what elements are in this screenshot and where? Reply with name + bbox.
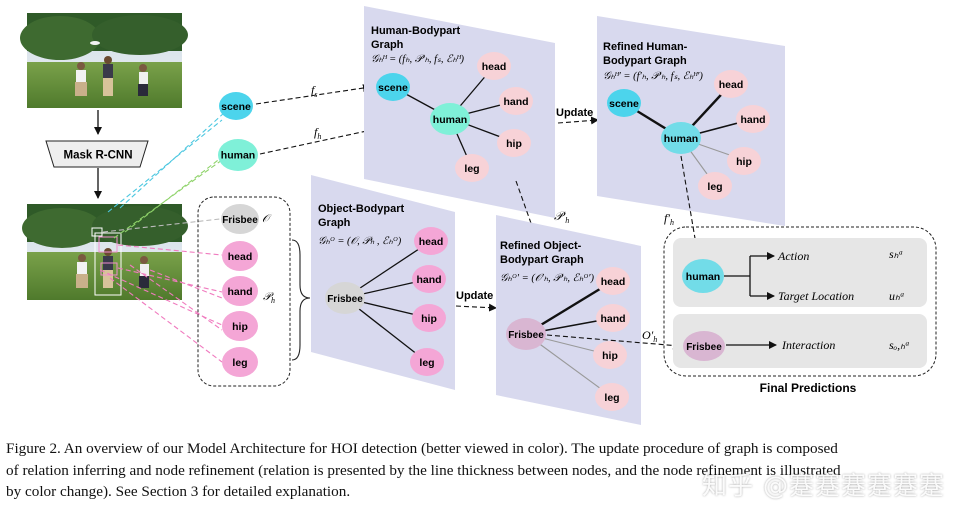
- rhg-human: human: [664, 133, 698, 145]
- obg-title-2: Graph: [318, 217, 351, 229]
- oh-prime-arrow: [546, 334, 681, 350]
- hbg-title-2: Graph: [371, 39, 404, 51]
- mask-rcnn-box: Mask R-CNN: [45, 140, 149, 168]
- curly-brace: [291, 239, 311, 361]
- oh-prime-label: O′h: [642, 328, 657, 344]
- frisbee-node-detect: [221, 204, 259, 234]
- human-node-detect: [218, 139, 258, 171]
- fp-s-h-a: sₕᵃ: [889, 247, 903, 261]
- mask-rcnn-label: Mask R-CNN: [63, 150, 132, 162]
- frisbee-node-label: Frisbee: [222, 215, 258, 226]
- rhg-title-2: Bodypart Graph: [603, 55, 687, 67]
- caption-line-3: by color change). See Section 3 for deta…: [6, 483, 351, 500]
- fh-arrow: [259, 115, 428, 155]
- figure-caption: Figure 2. An overview of our Model Archi…: [6, 438, 956, 503]
- hbg-title-1: Human-Bodypart: [371, 25, 461, 37]
- rog-leg: leg: [604, 392, 619, 404]
- rhg-hip: hip: [736, 156, 752, 168]
- head-label: head: [228, 251, 253, 263]
- final-predictions-panel: human Action Target Location sₕᵃ uₕᵃ Fri…: [663, 226, 937, 395]
- rog-title-2: Bodypart Graph: [500, 254, 584, 266]
- leg-label: leg: [232, 357, 247, 369]
- update-label-top: Update: [556, 107, 593, 119]
- human-bodypart-graph-panel: Human-Bodypart Graph 𝒢ₕᴴ = (fₕ, 𝒫′ₕ, fₛ,…: [364, 6, 555, 218]
- fp-s-oh-a: sₒ,ₕᵃ: [889, 338, 910, 352]
- rog-title-1: Refined Object-: [500, 240, 582, 252]
- obg-head: head: [419, 236, 444, 248]
- rog-hand: hand: [600, 313, 625, 325]
- rhg-hand: hand: [740, 114, 765, 126]
- hip-label: hip: [232, 321, 248, 333]
- human-node-label: human: [221, 150, 255, 162]
- object-bodypart-graph-panel: Object-Bodypart Graph 𝒢ₕᴼ = (𝒪, 𝒫ₕ , ℰₕᴼ…: [311, 175, 455, 390]
- rhg-scene: scene: [609, 98, 639, 110]
- fs-label: fs: [311, 83, 317, 99]
- fp-target-location: Target Location: [778, 289, 854, 303]
- scene-node-label: scene: [221, 101, 251, 113]
- rog-frisbee: Frisbee: [508, 330, 544, 341]
- rhg-leg: leg: [707, 181, 722, 193]
- object-symbol: 𝒪: [262, 213, 272, 225]
- fp-interaction: Interaction: [781, 338, 835, 352]
- fp-u-h-a: uₕᵃ: [889, 289, 905, 303]
- fs-arrow: [255, 84, 371, 105]
- hbg-hip: hip: [506, 138, 522, 150]
- hbg-scene: scene: [378, 82, 408, 94]
- rhg-formula: 𝒢ₕᴴ′ = (f′ₕ, 𝒫′ₕ, fₛ, ℰₕᴴ′): [603, 71, 703, 82]
- rhg-title-1: Refined Human-: [603, 41, 688, 53]
- hand-label: hand: [227, 286, 252, 298]
- fp-title: Final Predictions: [760, 381, 857, 395]
- detection-photo: [22, 204, 188, 300]
- obg-formula: 𝒢ₕᴼ = (𝒪, 𝒫ₕ , ℰₕᴼ): [318, 236, 402, 247]
- obg-title-1: Object-Bodypart: [318, 203, 405, 215]
- update-arrow-bottom: [455, 303, 497, 312]
- scene-node-detect: [219, 92, 253, 120]
- obg-hip: hip: [421, 313, 437, 325]
- hbg-leg: leg: [464, 163, 479, 175]
- update-label-bottom: Update: [456, 290, 493, 302]
- rog-formula: 𝒢ₕᴼ′ = (𝒪′ₕ, 𝒫′ₕ, ℰₕᴼ′): [500, 273, 594, 284]
- input-photo: [20, 13, 188, 108]
- fp-action: Action: [777, 249, 809, 263]
- refined-human-graph-panel: Refined Human- Bodypart Graph 𝒢ₕᴴ′ = (f′…: [597, 16, 785, 226]
- fh-prime-label: f′h: [664, 211, 674, 227]
- obg-leg: leg: [419, 357, 434, 369]
- fh-label: fh: [314, 125, 321, 141]
- obg-frisbee: Frisbee: [327, 294, 363, 305]
- person-figure: [75, 41, 148, 96]
- refined-object-graph-panel: Refined Object- Bodypart Graph 𝒢ₕᴼ′ = (𝒪…: [496, 215, 641, 425]
- obg-hand: hand: [416, 274, 441, 286]
- watermark: 知乎 @蹇蹇蹇蹇蹇蹇: [702, 471, 945, 500]
- hbg-formula: 𝒢ₕᴴ = (fₕ, 𝒫′ₕ, fₛ, ℰₕᴴ): [371, 54, 465, 65]
- detection-group: [197, 196, 291, 387]
- rog-hip: hip: [602, 350, 618, 362]
- bodypart-symbol: 𝒫h: [263, 291, 275, 305]
- caption-line-2: of relation inferring and node refinemen…: [6, 461, 841, 479]
- bodypart-nodes-detect: head hand hip leg: [222, 241, 258, 377]
- rhg-head: head: [719, 79, 744, 91]
- hbg-hand: hand: [503, 96, 528, 108]
- fp-frisbee: Frisbee: [686, 342, 722, 353]
- detection-connectors: [99, 111, 227, 363]
- ph-prime-label: 𝒫′h: [554, 209, 569, 225]
- update-arrow-top: [557, 116, 599, 125]
- hbg-head: head: [482, 61, 507, 73]
- fp-human: human: [686, 271, 720, 283]
- hbg-human: human: [433, 114, 467, 126]
- caption-line-1: Figure 2. An overview of our Model Archi…: [6, 440, 838, 457]
- rog-head: head: [601, 276, 626, 288]
